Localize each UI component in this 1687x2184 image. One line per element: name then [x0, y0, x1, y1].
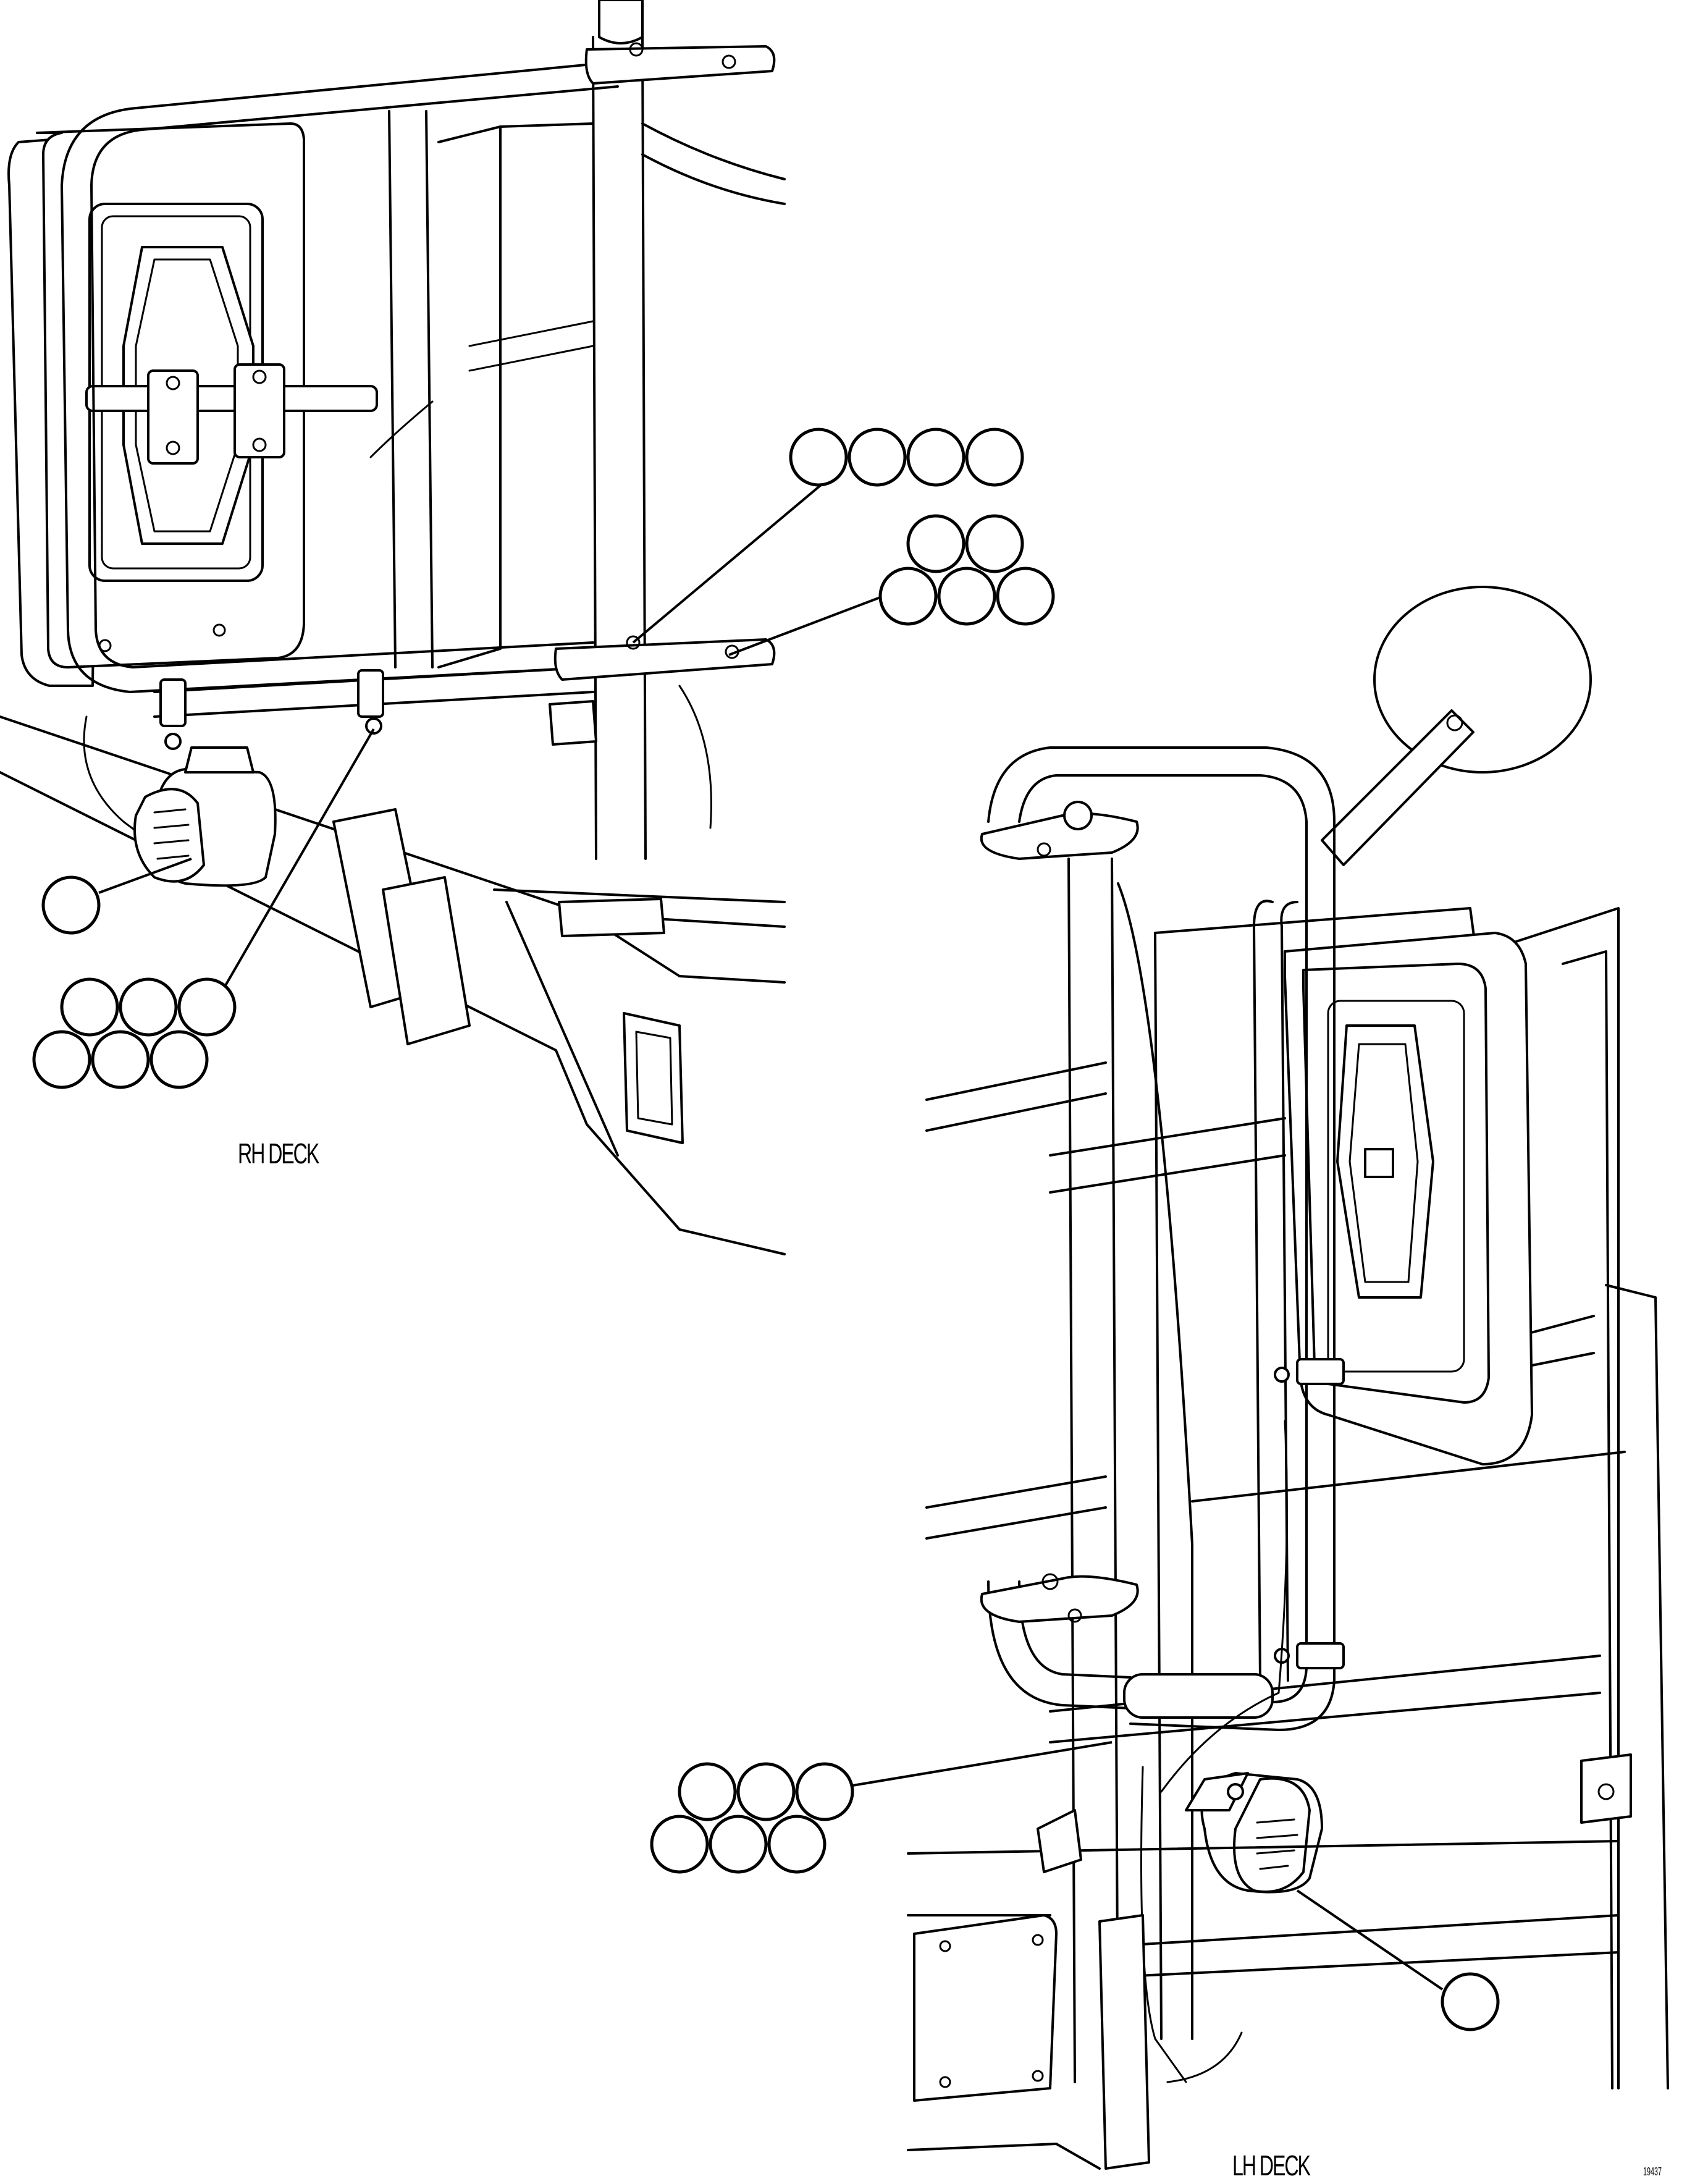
- lh-deck-label: LH DECK: [1232, 2149, 1311, 2182]
- callout-balloon: [965, 428, 1024, 487]
- callout-balloon: [709, 1815, 768, 1874]
- callout-balloon: [149, 1030, 209, 1089]
- callout-balloon: [795, 1762, 854, 1821]
- callout-balloon: [878, 567, 938, 626]
- callout-balloon: [678, 1762, 737, 1821]
- callout-balloon: [119, 977, 178, 1037]
- callout-balloon: [789, 428, 848, 487]
- callout-balloon: [848, 428, 907, 487]
- rh-deck-assembly: [0, 0, 786, 1255]
- callout-balloon: [906, 514, 966, 573]
- figure-id: 19437: [1643, 2165, 1662, 2178]
- callout-group-rh-bolt-stack6: [32, 728, 375, 1089]
- callout-balloon: [650, 1815, 709, 1874]
- callout-balloon: [60, 977, 119, 1037]
- callout-balloon: [41, 875, 101, 935]
- callout-group-rh-top-row4: [632, 428, 1024, 644]
- callout-balloon: [177, 977, 237, 1037]
- callout-group-lh-stack6: [650, 1741, 1113, 1874]
- callout-balloon: [767, 1815, 827, 1874]
- callout-group-lh-light-single: [1296, 1889, 1500, 2031]
- lh-deck-assembly: [907, 586, 1669, 2170]
- callout-balloon: [906, 428, 966, 487]
- callout-balloon: [736, 1762, 796, 1821]
- callout-group-rh-right-stack5: [728, 514, 1055, 656]
- callout-balloon: [1441, 1972, 1500, 2031]
- callout-balloon: [996, 567, 1055, 626]
- rh-deck-label: RH DECK: [238, 1137, 319, 1170]
- callout-balloon: [91, 1030, 150, 1089]
- callout-balloon: [32, 1030, 91, 1089]
- callout-group-rh-light-single: [41, 858, 192, 935]
- callout-balloon: [937, 567, 996, 626]
- callout-balloon: [965, 514, 1024, 573]
